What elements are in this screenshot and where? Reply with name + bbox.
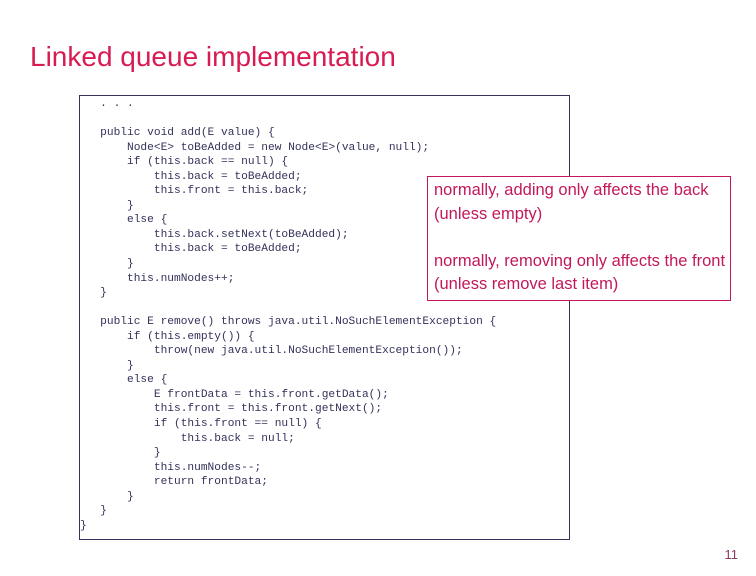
callout-box-frame [427,176,731,301]
page-title: Linked queue implementation [30,41,396,72]
page-number: 11 [724,547,739,562]
callout-annotation-text: normally, adding only affects the back (… [434,181,726,293]
code-listing: . . . public void add(E value) { Node<E>… [80,98,497,532]
code-block-frame [79,95,570,540]
